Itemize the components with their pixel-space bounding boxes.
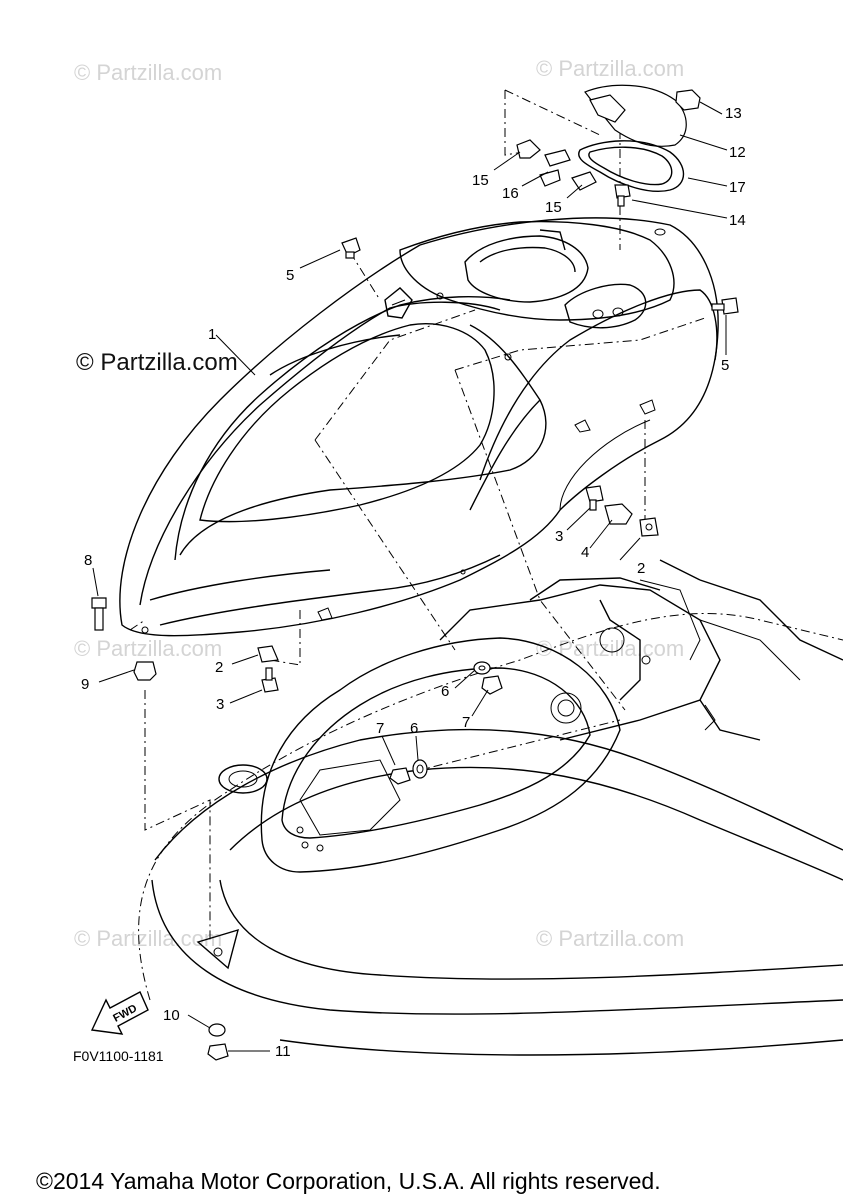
callout-15: 15 (472, 172, 489, 189)
watermark: © Partzilla.com (536, 926, 684, 951)
callout-12: 12 (729, 144, 746, 161)
hood-cover-drawing (119, 217, 719, 637)
callout-5: 5 (721, 357, 729, 374)
callout-14: 14 (729, 212, 746, 229)
callout-6: 6 (410, 720, 418, 737)
callout-4: 4 (581, 544, 589, 561)
callout-9: 9 (81, 676, 89, 693)
copyright-footer: ©2014 Yamaha Motor Corporation, U.S.A. A… (36, 1168, 661, 1194)
watermark: © Partzilla.com (536, 56, 684, 81)
fwd-arrow: FWD (90, 991, 149, 1035)
callout-16: 16 (502, 185, 519, 202)
callout-3: 3 (216, 696, 224, 713)
hardware-parts (91, 84, 739, 1061)
callout-2: 2 (637, 560, 645, 577)
callout-7: 7 (376, 720, 384, 737)
watermark: © Partzilla.com (74, 926, 222, 951)
callout-numbers: 1 2 2 3 3 4 5 5 6 6 7 7 8 9 10 11 12 13 … (81, 105, 746, 1060)
callout-5: 5 (286, 267, 294, 284)
callout-10: 10 (163, 1007, 180, 1024)
callout-17: 17 (729, 179, 746, 196)
callout-8: 8 (84, 552, 92, 569)
watermark: © Partzilla.com (536, 636, 684, 661)
watermark: © Partzilla.com (74, 60, 222, 85)
callout-15: 15 (545, 199, 562, 216)
figure-code: F0V1100-1181 (73, 1048, 164, 1064)
lower-deck-drawing (138, 559, 843, 1056)
callout-7: 7 (462, 714, 470, 731)
watermark-main: © Partzilla.com (76, 349, 238, 376)
assembly-lines (129, 89, 706, 940)
callout-2: 2 (215, 659, 223, 676)
callout-6: 6 (441, 683, 449, 700)
watermark-group: © Partzilla.com © Partzilla.com © Partzi… (74, 56, 684, 951)
callout-3: 3 (555, 528, 563, 545)
callout-1: 1 (208, 326, 216, 343)
watermark: © Partzilla.com (74, 636, 222, 661)
callout-11: 11 (275, 1043, 291, 1060)
callout-leaders (92, 101, 728, 1052)
callout-13: 13 (725, 105, 742, 122)
